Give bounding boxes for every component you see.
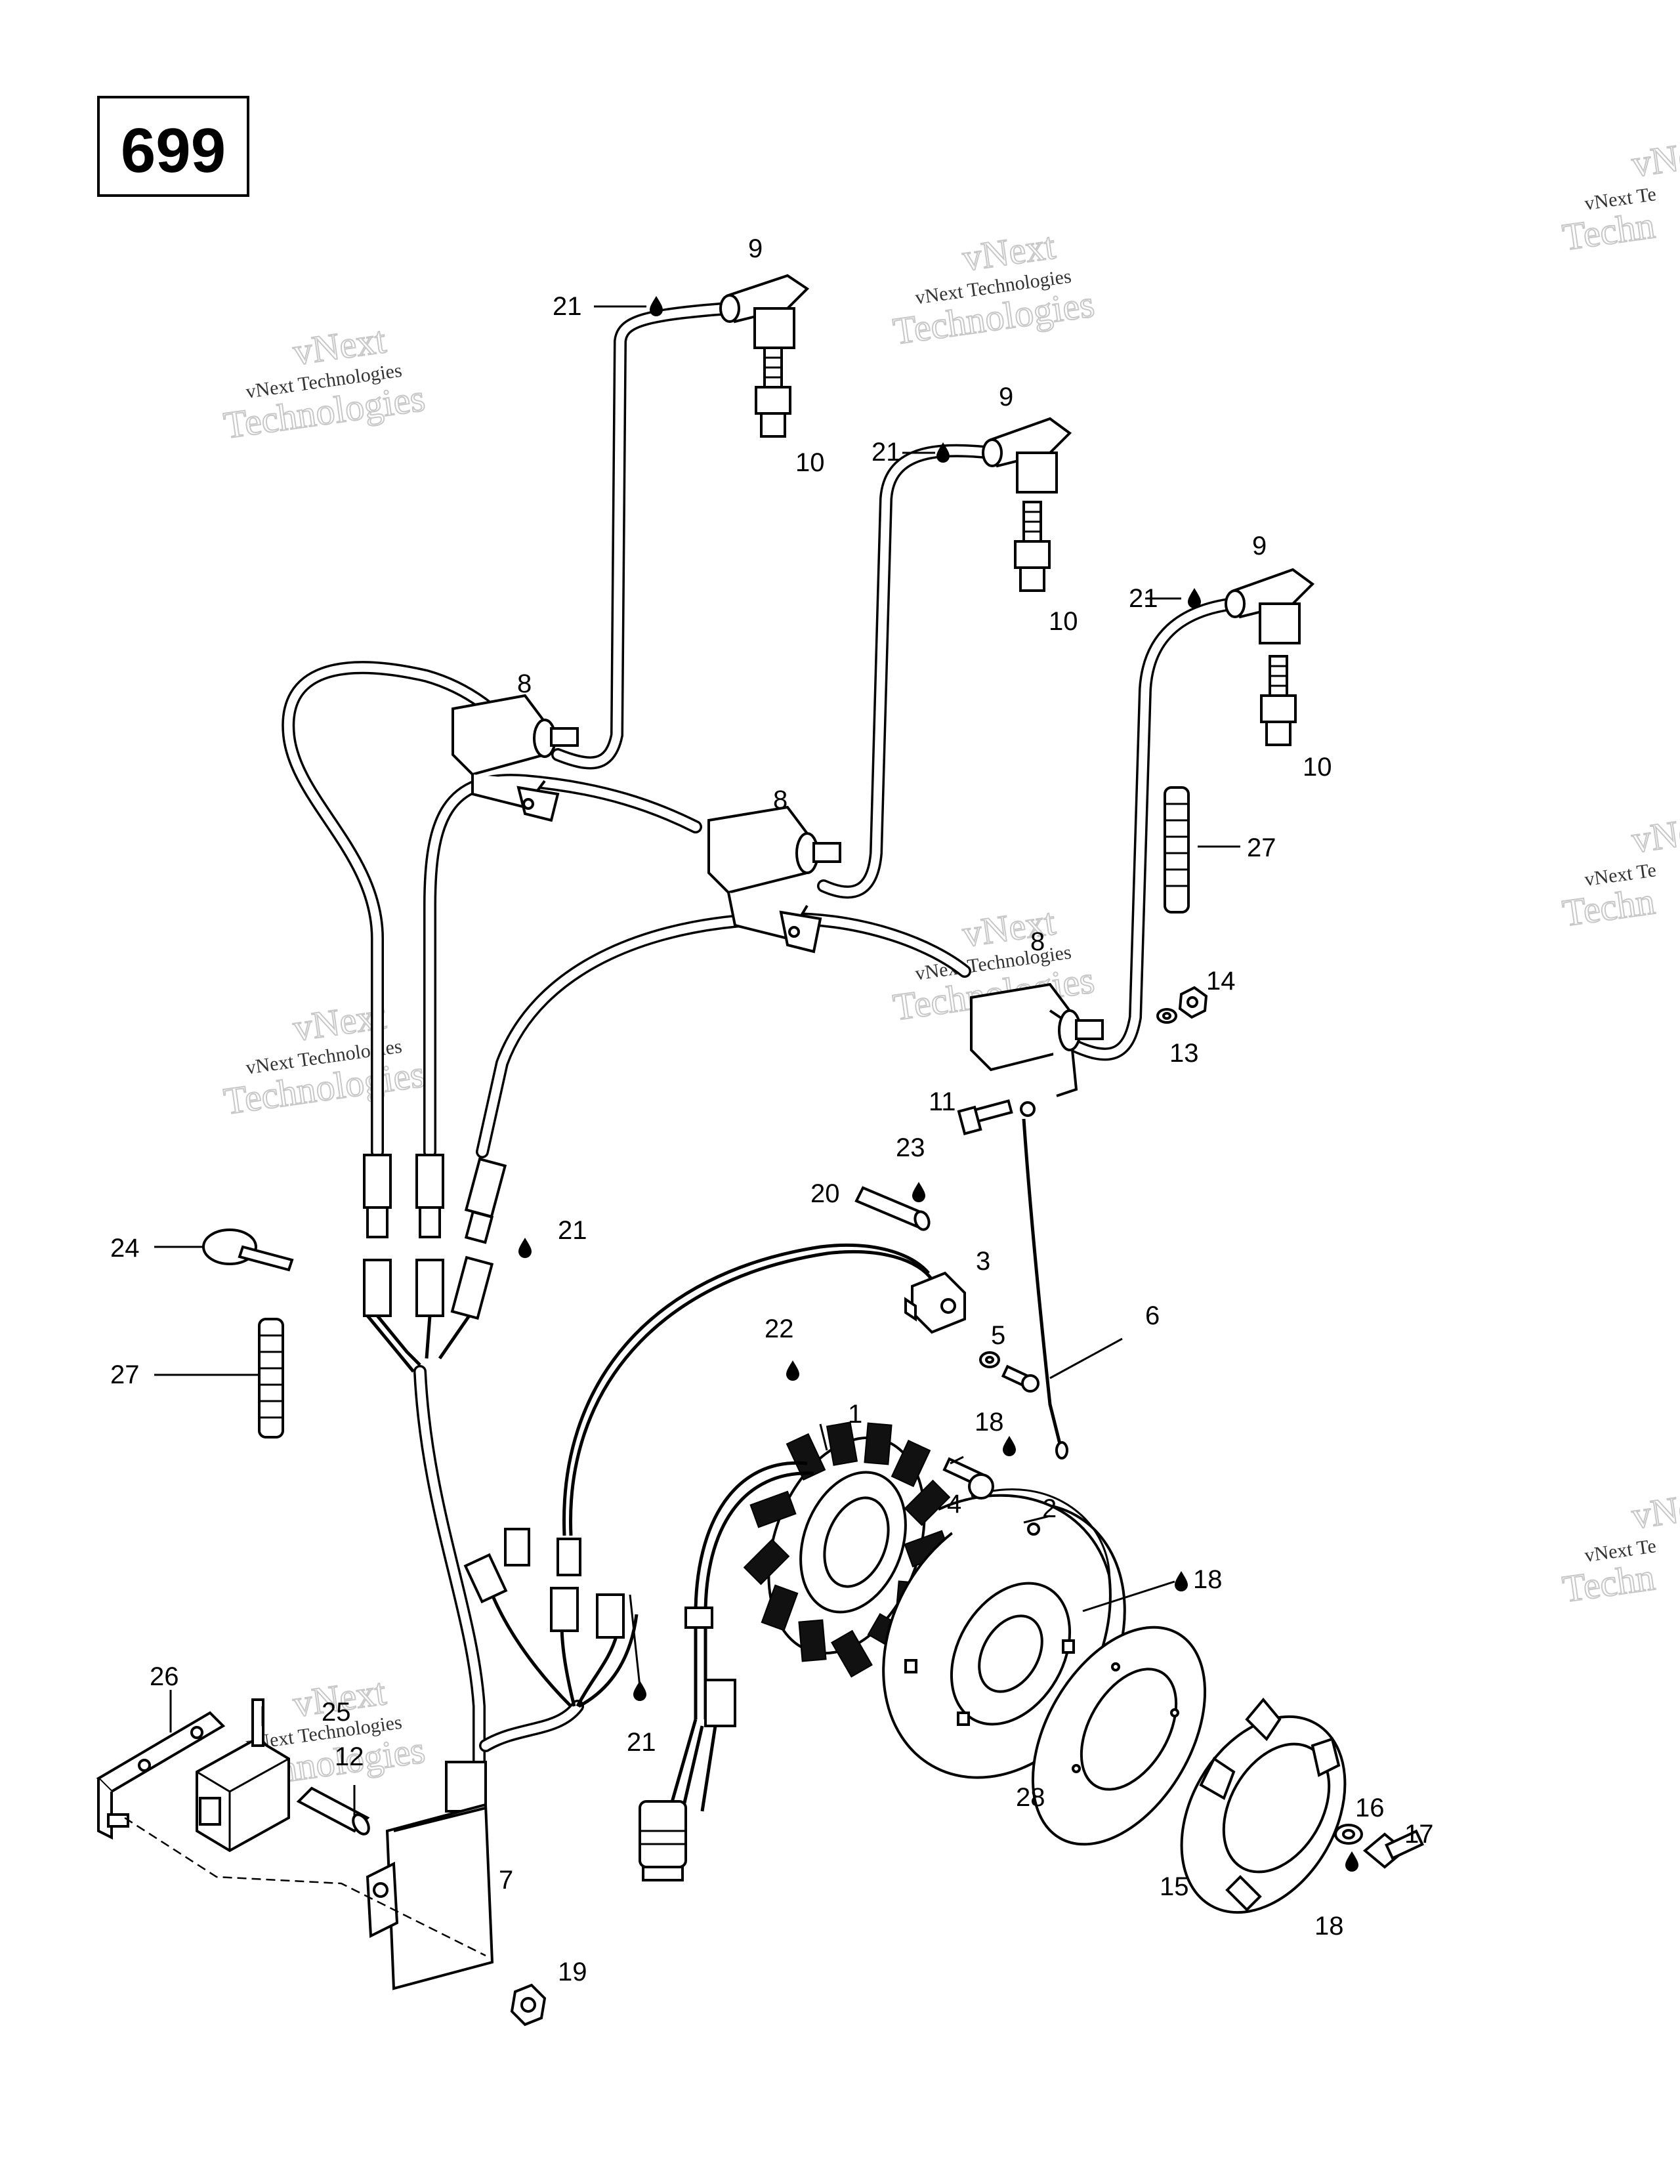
callout-23: 23: [896, 1133, 925, 1162]
wiring-harness: [413, 1243, 934, 1778]
callout-9c: 9: [1252, 532, 1267, 560]
protective-sleeve-12: [296, 1786, 370, 1836]
screw-4: [942, 1457, 994, 1500]
ignition-coil-1: [452, 694, 579, 822]
callout-21b: 21: [872, 438, 901, 467]
spark-plug-cap-2: [982, 417, 1072, 494]
starting-pulley: [1180, 1697, 1347, 1914]
callout-16: 16: [1355, 1794, 1385, 1822]
callout-13: 13: [1169, 1039, 1199, 1068]
washer-16: [1334, 1824, 1363, 1845]
trigger-wheel: [1031, 1626, 1207, 1846]
callout-11: 11: [929, 1087, 956, 1116]
callout-2: 2: [1042, 1494, 1057, 1523]
screw-17: [1362, 1829, 1424, 1869]
stator: [639, 1421, 951, 1881]
callout-6: 6: [1145, 1301, 1160, 1330]
callout-20: 20: [810, 1179, 840, 1208]
callout-18b: 18: [1193, 1565, 1223, 1594]
callout-25: 25: [322, 1698, 351, 1727]
svg-text:vNe: vNe: [1629, 810, 1680, 861]
spark-plug-cap-3: [1225, 568, 1315, 644]
pickup-3: [904, 1271, 966, 1334]
tie-wrap-24: [202, 1228, 294, 1272]
ignition-coil-3: [970, 982, 1104, 1117]
callout-17: 17: [1404, 1820, 1434, 1849]
callout-18a: 18: [975, 1408, 1004, 1437]
sleeve-27-right: [1164, 786, 1190, 914]
callout-1: 1: [848, 1400, 862, 1429]
washer-13: [1156, 1008, 1177, 1024]
callout-26: 26: [150, 1662, 179, 1691]
screw-11: [957, 1099, 1013, 1135]
leader-lines: [154, 305, 1240, 1818]
callout-21d: 21: [558, 1216, 587, 1245]
diagram-number: 699: [121, 116, 226, 186]
ground-wire: [1022, 1118, 1062, 1444]
callout-10a: 10: [795, 448, 825, 477]
callout-5: 5: [991, 1321, 1005, 1350]
callout-21c: 21: [1129, 584, 1158, 613]
callout-12: 12: [335, 1742, 364, 1771]
callout-27a: 27: [110, 1360, 140, 1389]
callout-18c: 18: [1314, 1912, 1344, 1941]
ignition-coil-2: [707, 805, 841, 954]
sleeve-27-left: [258, 1318, 284, 1438]
callout-10b: 10: [1049, 607, 1078, 636]
spark-plug-cap-1: [719, 274, 810, 349]
callout-4: 4: [947, 1490, 961, 1519]
callout-3: 3: [976, 1247, 990, 1276]
callout-14: 14: [1206, 967, 1236, 996]
callout-10c: 10: [1303, 753, 1332, 782]
callout-27b: 27: [1247, 833, 1276, 862]
callout-22: 22: [765, 1314, 794, 1343]
watermark-row-1: vNext vNext Technologies Technologies vN…: [220, 133, 1680, 447]
callout-8c: 8: [1030, 927, 1045, 956]
spark-plug-2: [1014, 501, 1051, 592]
flywheel: [882, 1488, 1126, 1779]
callout-9a: 9: [748, 234, 763, 263]
callout-8b: 8: [773, 786, 788, 814]
diagram-number-box: 699: [97, 96, 249, 197]
svg-text:vNe: vNe: [1629, 1486, 1680, 1537]
sleeve-20: [854, 1186, 931, 1231]
nut-19: [510, 1983, 547, 2026]
callout-28: 28: [1016, 1783, 1045, 1812]
nut-14: [1178, 986, 1208, 1019]
svg-text:Techn: Techn: [1560, 203, 1658, 259]
cdi-module: [366, 1761, 494, 1990]
callout-labels: 1 2 3 4 5 6 7 8 8 8 9 9 9 10 10 10 11 12…: [110, 234, 1434, 1986]
callout-9b: 9: [999, 383, 1013, 411]
svg-text:vNe: vNe: [1629, 134, 1680, 185]
spark-plug-1: [755, 346, 791, 438]
callout-21a: 21: [553, 292, 582, 321]
callout-24: 24: [110, 1234, 140, 1263]
callout-21e: 21: [627, 1728, 656, 1757]
cable-connectors: [363, 1154, 507, 1373]
callout-19: 19: [558, 1958, 587, 1986]
mounting-bracket: [96, 1711, 226, 1840]
washer-5: [979, 1351, 1000, 1368]
callout-8a: 8: [517, 669, 532, 698]
spark-plug-3: [1260, 655, 1297, 746]
callout-7: 7: [499, 1866, 513, 1895]
screw-6: [1001, 1364, 1040, 1393]
svg-text:Techn: Techn: [1560, 879, 1658, 934]
svg-text:Techn: Techn: [1560, 1555, 1658, 1610]
callout-15: 15: [1160, 1872, 1189, 1901]
ground-eyelet: [1055, 1441, 1068, 1460]
